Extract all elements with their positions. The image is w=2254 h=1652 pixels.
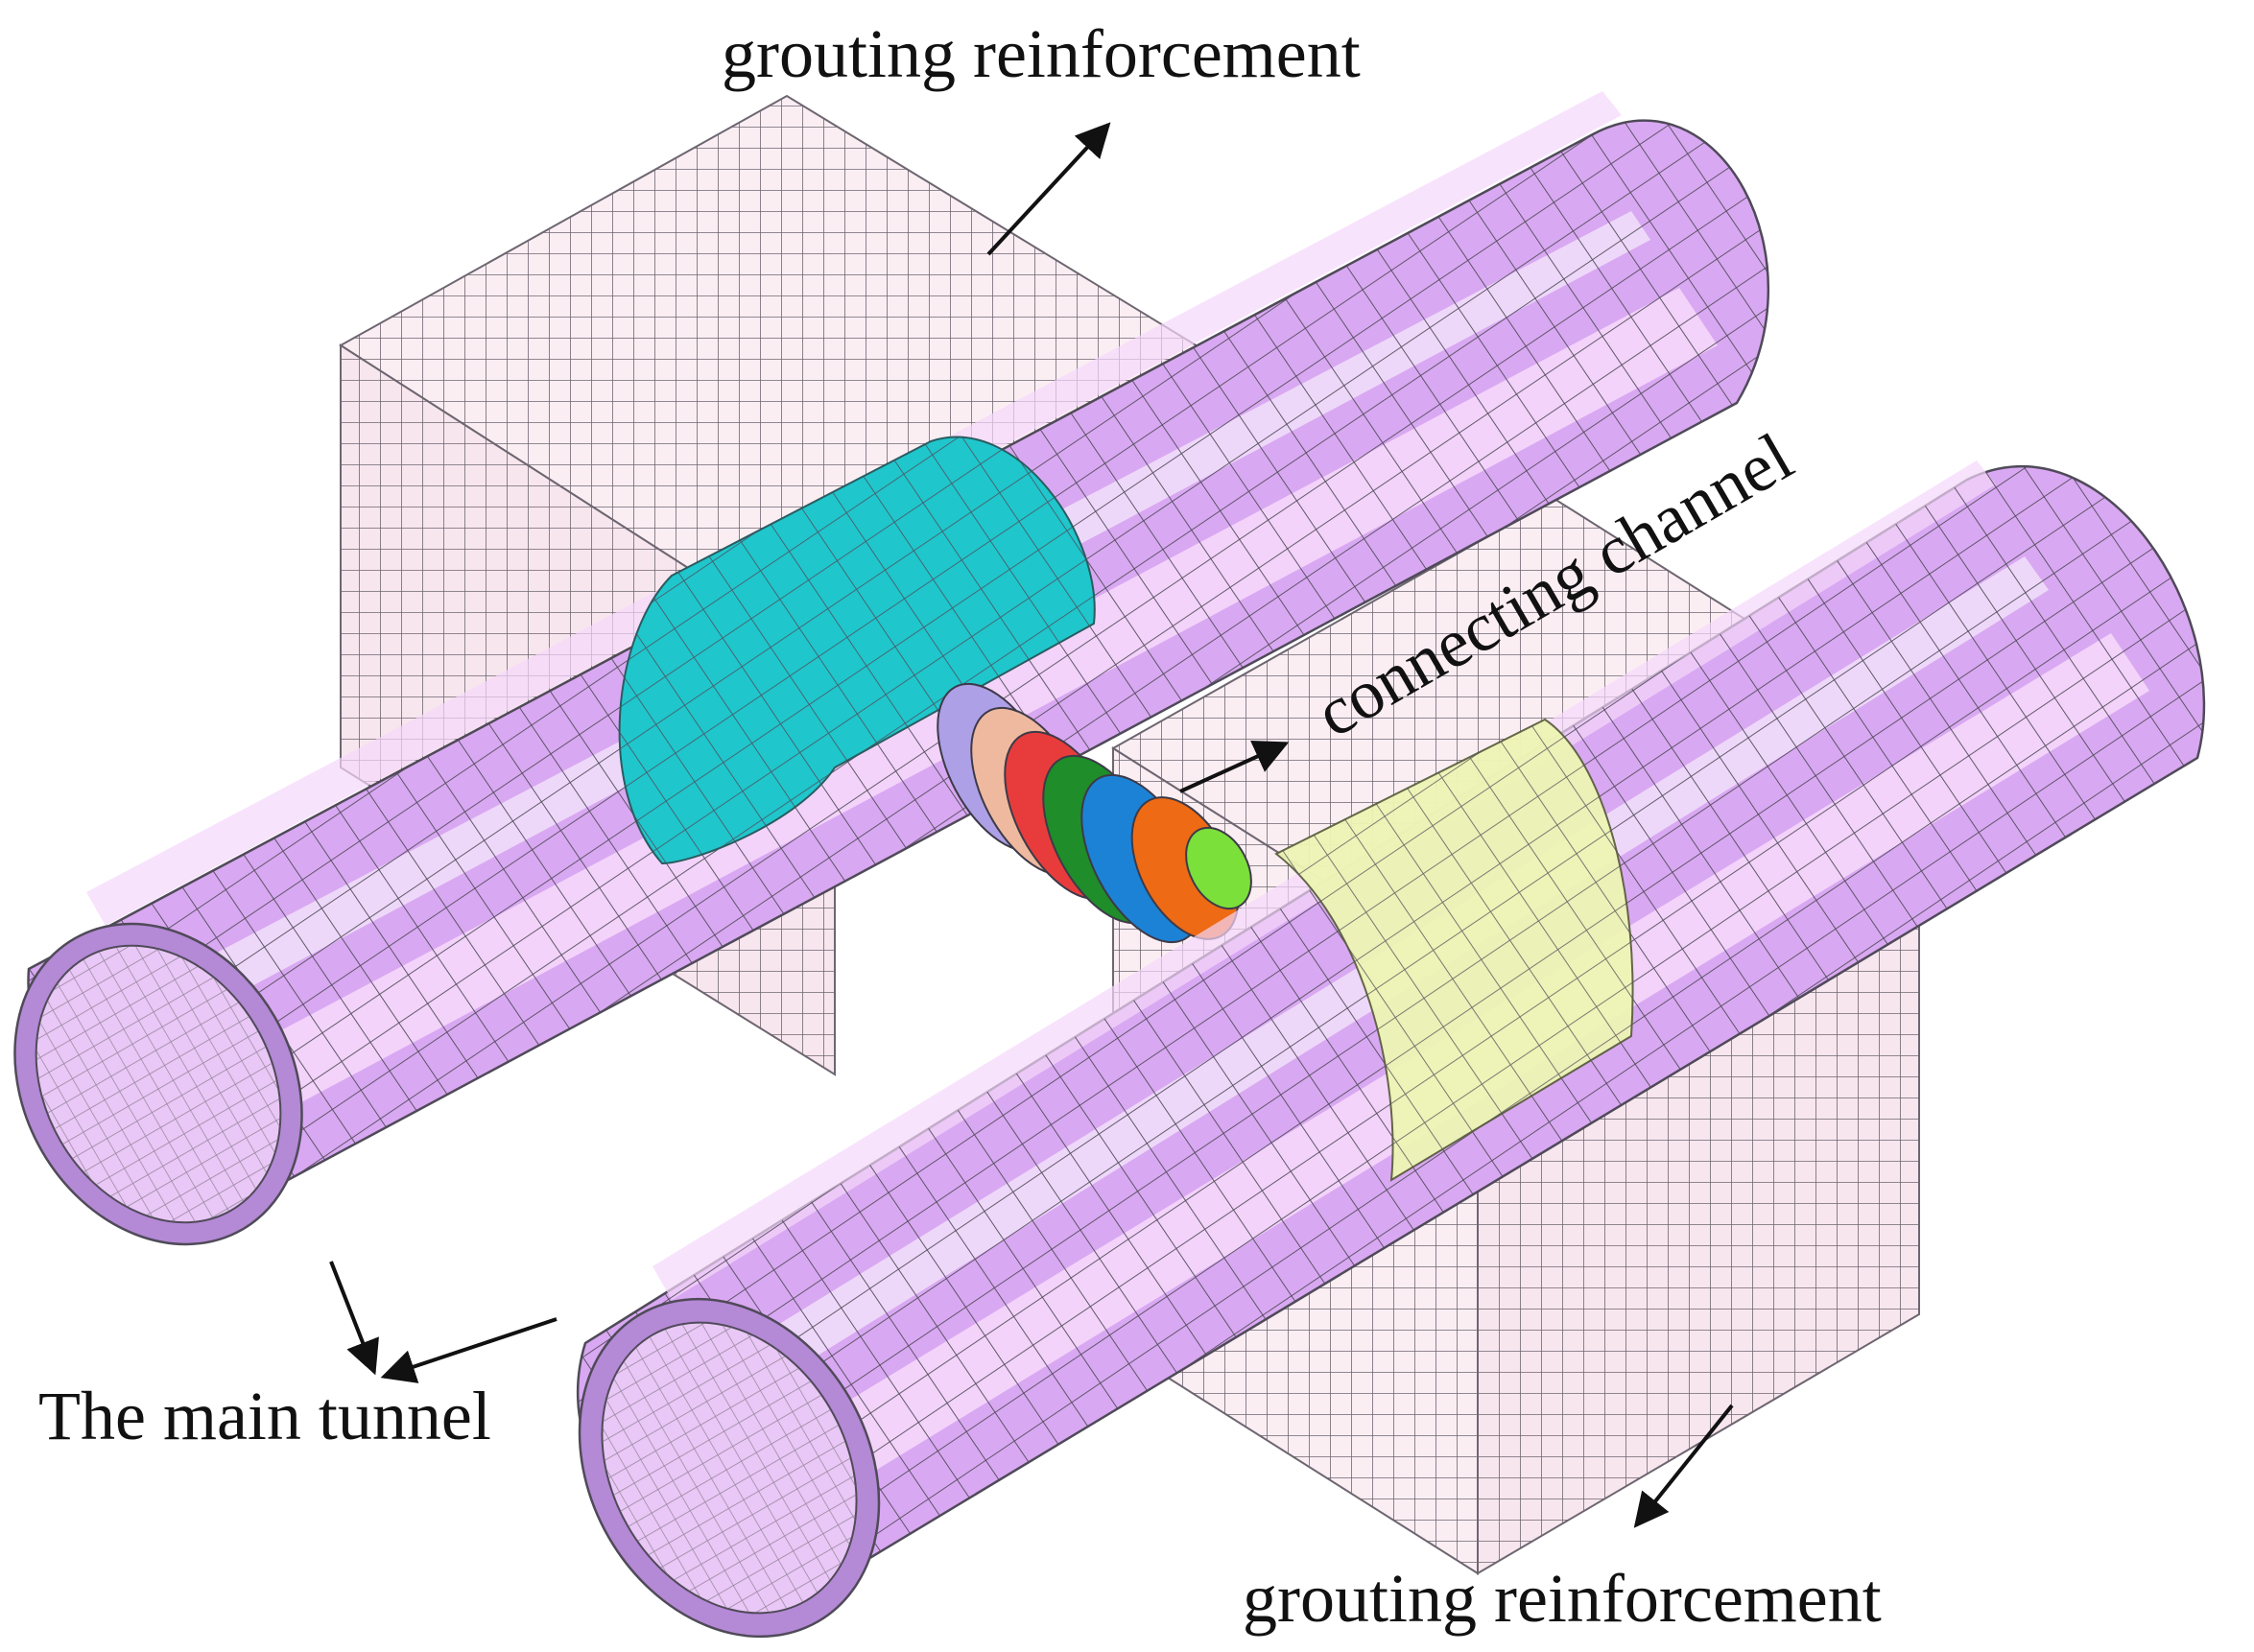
arrow-main-tunnel-2 xyxy=(380,1317,558,1383)
connecting-channel xyxy=(937,682,1252,944)
label-grouting-bottom: grouting reinforcement xyxy=(1243,1560,1882,1637)
label-grouting-top: grouting reinforcement xyxy=(722,15,1361,92)
arrow-connecting xyxy=(1179,741,1290,793)
main-tunnel-lower xyxy=(577,460,2206,1639)
main-tunnel-upper xyxy=(13,91,1770,1246)
arrow-grouting-bottom xyxy=(1633,1404,1734,1528)
arrows xyxy=(329,122,1734,1528)
arrow-grouting-top xyxy=(986,122,1111,256)
label-main-tunnel: The main tunnel xyxy=(38,1378,491,1454)
arrow-main-tunnel-1 xyxy=(329,1261,379,1376)
channel-ring xyxy=(1185,826,1252,910)
